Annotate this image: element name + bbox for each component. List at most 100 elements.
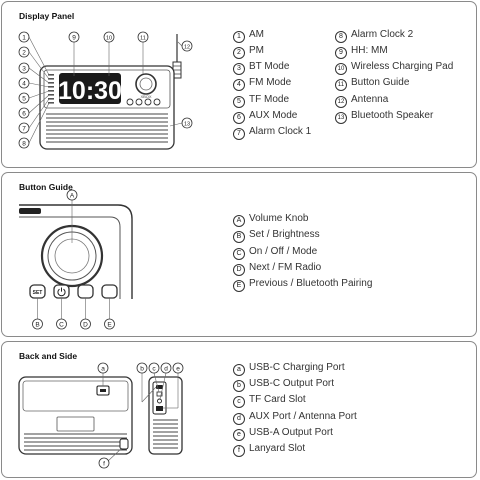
legend-mark: 12: [335, 96, 347, 108]
legend-item-alarm-clock-2: 8 Alarm Clock 2: [335, 29, 413, 43]
legend-item-usb-c-output-port: b USB-C Output Port: [233, 378, 334, 392]
back-label-plate: [56, 416, 95, 432]
legend-mark: 7: [233, 128, 245, 140]
back-and-side-illustration: a b c d e f: [18, 362, 184, 469]
legend-item-hh-mm: 9 HH: MM: [335, 45, 388, 59]
legend-label: Volume Knob: [249, 213, 309, 224]
legend-mark: b: [233, 380, 245, 392]
legend-label: On / Off / Mode: [249, 246, 318, 257]
side-grille: [153, 419, 178, 449]
legend-label: AM: [249, 29, 264, 40]
legend-label: Wireless Charging Pad: [351, 61, 454, 72]
button-guide-illustration: SET A B C D E: [19, 189, 133, 330]
previous-button: [101, 284, 118, 299]
legend-mark: 1: [233, 31, 245, 43]
back-and-side-title: Back and Side: [19, 351, 78, 361]
callout-6: 6: [22, 110, 26, 117]
power-icon: [57, 288, 66, 297]
legend-label: TF Mode: [249, 94, 290, 105]
legend-label: BT Mode: [249, 61, 290, 72]
callout-b-upper: B: [35, 321, 39, 328]
button-callout-leaders: [37, 199, 110, 319]
legend-mark: 8: [335, 31, 347, 43]
legend-label: Button Guide: [351, 77, 410, 88]
brand-label: XBOX: [140, 94, 151, 99]
legend-item-bt-mode: 3 BT Mode: [233, 61, 289, 75]
legend-mark: 2: [233, 47, 245, 59]
callout-f-lower: f: [103, 460, 105, 467]
callout-3: 3: [22, 65, 26, 72]
callout-12: 12: [184, 44, 190, 50]
callout-13: 13: [184, 121, 190, 127]
callout-d-upper: D: [83, 321, 88, 328]
callout-8: 8: [22, 140, 26, 147]
button-guide-section: Button Guide SET: [1, 172, 477, 337]
legend-mark: 6: [233, 112, 245, 124]
legend-item-aux-mode: 6 AUX Mode: [233, 110, 297, 124]
legend-mark: C: [233, 248, 245, 260]
callout-a-upper: A: [70, 192, 75, 199]
legend-mark: 3: [233, 63, 245, 75]
legend-label: Next / FM Radio: [249, 262, 322, 273]
display-panel-section: Display Panel 10:30 XBOX: [1, 1, 477, 168]
legend-item-previous-bluetooth-pairing: E Previous / Bluetooth Pairing: [233, 278, 372, 292]
callout-4: 4: [22, 80, 26, 87]
legend-mark: B: [233, 231, 245, 243]
legend-mark: d: [233, 413, 245, 425]
panel-button-next: [144, 98, 152, 106]
legend-mark: 9: [335, 47, 347, 59]
lcd-screen: [59, 73, 121, 104]
set-button-label: SET: [33, 290, 43, 296]
screen-corner: [19, 208, 41, 214]
display-panel-title: Display Panel: [19, 11, 75, 21]
callout-10: 10: [106, 35, 112, 41]
panel-button-set: [126, 98, 134, 106]
legend-item-set-brightness: B Set / Brightness: [233, 229, 320, 243]
legend-label: Lanyard Slot: [249, 443, 306, 454]
legend-mark: a: [233, 364, 245, 376]
callout-5: 5: [22, 95, 26, 102]
legend-label: Set / Brightness: [249, 229, 320, 240]
legend-label: Previous / Bluetooth Pairing: [249, 278, 373, 289]
callout-e-lower: e: [176, 365, 180, 372]
legend-label: HH: MM: [351, 45, 388, 56]
legend-label: AUX Mode: [249, 110, 298, 121]
callout-a-lower: a: [101, 365, 105, 372]
legend-mark: E: [233, 280, 245, 292]
legend-label: Bluetooth Speaker: [351, 110, 434, 121]
legend-item-am: 1 AM: [233, 29, 264, 43]
legend-label: USB-C Output Port: [249, 378, 335, 389]
callout-2: 2: [22, 49, 26, 56]
legend-label: Alarm Clock 2: [351, 29, 414, 40]
legend-label: FM Mode: [249, 77, 292, 88]
legend-mark: A: [233, 215, 245, 227]
callout-c-upper: C: [59, 321, 64, 328]
legend-item-antenna: 12 Antenna: [335, 94, 388, 108]
aux-port: [157, 398, 162, 404]
legend-item-fm-mode: 4 FM Mode: [233, 77, 291, 91]
callout-c-lower: c: [152, 365, 156, 372]
lanyard-slot: [119, 438, 129, 450]
panel-button-power: [135, 98, 143, 106]
device-outline: [19, 204, 133, 299]
legend-mark: 13: [335, 112, 347, 124]
callout-11: 11: [140, 35, 146, 41]
legend-mark: 4: [233, 79, 245, 91]
usb-a-output-port: [156, 406, 163, 411]
display-edge: [19, 216, 121, 299]
legend-label: Antenna: [351, 94, 389, 105]
callout-1: 1: [22, 34, 26, 41]
legend-label: TF Card Slot: [249, 394, 306, 405]
